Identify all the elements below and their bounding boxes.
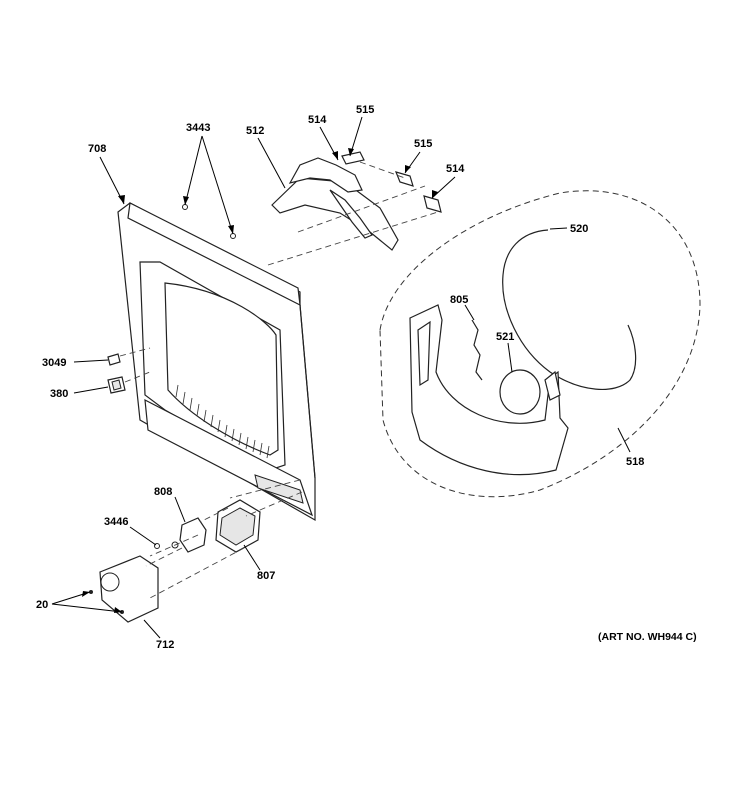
label-514-right: 514 <box>446 163 465 175</box>
part-808 <box>179 517 207 553</box>
switch-807 <box>215 499 261 553</box>
screw-3443-a <box>182 204 188 210</box>
label-3443: 3443 <box>186 122 210 134</box>
label-518: 518 <box>626 456 644 468</box>
lint-grille <box>175 384 270 459</box>
label-807: 807 <box>257 570 275 582</box>
label-512: 512 <box>246 125 264 137</box>
clip-515-top <box>341 151 365 165</box>
ring-521 <box>499 369 541 415</box>
label-515-right: 515 <box>414 138 432 150</box>
kit-518-outline <box>379 190 701 498</box>
art-number: (ART NO. WH944 C) <box>598 631 697 643</box>
label-808: 808 <box>154 486 172 498</box>
label-805: 805 <box>450 294 468 306</box>
label-3049: 3049 <box>42 357 66 369</box>
label-708: 708 <box>88 143 106 155</box>
label-521: 521 <box>496 331 514 343</box>
label-20: 20 <box>36 599 48 611</box>
bracket-712 <box>99 555 159 623</box>
screw-3049 <box>107 353 121 366</box>
label-520: 520 <box>570 223 588 235</box>
leader-lines <box>51 116 631 639</box>
clip-515-right <box>394 171 414 187</box>
arrowheads <box>82 148 438 613</box>
assembly-lines <box>119 161 439 599</box>
clip-514-right <box>423 195 442 213</box>
spring-805 <box>471 319 483 381</box>
screw-3443-b <box>230 233 236 239</box>
label-514-top: 514 <box>308 114 327 126</box>
label-3446: 3446 <box>104 516 128 528</box>
label-380: 380 <box>50 388 68 400</box>
label-515-top: 515 <box>356 104 374 116</box>
front-panel-708 <box>117 202 316 522</box>
gasket-520 <box>502 229 637 391</box>
label-712: 712 <box>156 639 174 651</box>
switch-380 <box>107 376 126 394</box>
duct-assembly-518 <box>409 304 569 476</box>
bracket-512 <box>271 157 399 251</box>
